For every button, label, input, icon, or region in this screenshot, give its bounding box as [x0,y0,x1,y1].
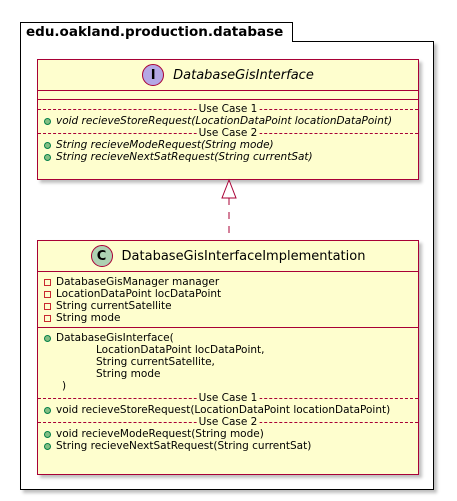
interface-class-box[interactable]: I DatabaseGisInterface Use Case 1 void r… [37,59,419,180]
private-visibility-icon [44,302,51,310]
field-row: String mode [38,312,418,324]
interface-fields-section [38,91,418,100]
implementation-section-separator: Use Case 2 [38,416,418,428]
public-visibility-icon [44,141,51,149]
implementation-name: DatabaseGisInterfaceImplementation [121,248,366,264]
constructor-param: String mode [96,368,161,380]
constructor-close: ) [62,380,67,392]
implementation-header: C DatabaseGisInterfaceImplementation [38,241,418,272]
constructor-param: String currentSatellite, [96,356,215,368]
private-visibility-icon [44,278,51,286]
private-visibility-icon [44,314,51,322]
implementation-method: void recieveStoreRequest(LocationDataPoi… [38,404,418,416]
implementation-methods-section: DatabaseGisInterface( LocationDataPoint … [38,328,418,452]
field-row: DatabaseGisManager manager [38,276,418,288]
interface-name: DatabaseGisInterface [173,67,314,83]
public-visibility-icon [44,117,51,125]
interface-header: I DatabaseGisInterface [38,60,418,91]
interface-method: String recieveNextSatRequest(String curr… [38,151,418,163]
field-row: LocationDataPoint locDataPoint [38,288,418,300]
interface-method: void recieveStoreRequest(LocationDataPoi… [38,115,418,127]
interface-section-separator: Use Case 1 [38,103,418,115]
interface-stereotype-icon: I [142,64,165,86]
implementation-class-box[interactable]: C DatabaseGisInterfaceImplementation Dat… [37,240,419,475]
public-visibility-icon [44,406,51,414]
interface-method: String recieveModeRequest(String mode) [38,139,418,151]
field-row: String currentSatellite [38,300,418,312]
package-tab: edu.oakland.production.database [20,22,293,42]
implementation-fields-section: DatabaseGisManager manager LocationDataP… [38,272,418,328]
interface-section-separator: Use Case 2 [38,127,418,139]
implementation-method: void recieveModeRequest(String mode) [38,428,418,440]
package-name: edu.oakland.production.database [26,24,284,40]
implementation-method: String recieveNextSatRequest(String curr… [38,440,418,452]
public-visibility-icon [44,153,51,161]
realization-arrowhead [221,178,237,199]
public-visibility-icon [44,430,51,438]
public-visibility-icon [44,442,51,450]
implementation-section-separator: Use Case 1 [38,392,418,404]
class-stereotype-icon: C [90,245,113,267]
private-visibility-icon [44,290,51,298]
constructor-param: LocationDataPoint locDataPoint, [96,344,265,356]
constructor-row: DatabaseGisInterface( [38,332,418,344]
public-visibility-icon [44,334,51,342]
